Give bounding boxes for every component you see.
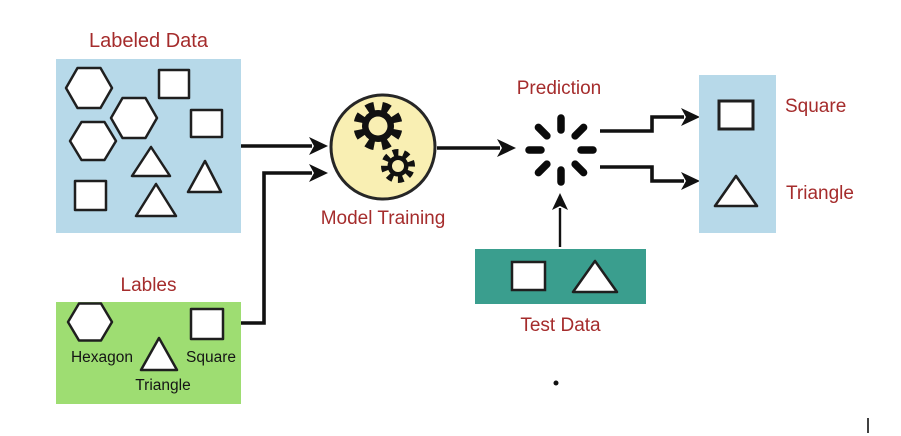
triangle-shape	[130, 145, 172, 178]
test-data-title: Test Data	[520, 315, 601, 336]
hexagon-shape	[109, 96, 159, 140]
arrow-prediction-to-triangle	[600, 165, 700, 190]
arrow-prediction-to-square	[600, 108, 700, 133]
model-training-node	[329, 93, 437, 201]
labeled-data-title: Labeled Data	[89, 30, 208, 52]
square-shape	[717, 99, 755, 131]
gears-icon	[353, 101, 415, 183]
triangle-shape	[186, 159, 223, 194]
stray-dot	[553, 380, 559, 386]
model-training-title: Model Training	[320, 208, 446, 229]
spinner-icon	[525, 114, 597, 186]
test-data-box	[475, 249, 646, 304]
triangle-shape	[571, 259, 619, 294]
square-shape	[189, 108, 224, 139]
hexagon-shape	[66, 302, 114, 342]
hexagon-label: Hexagon	[70, 349, 134, 366]
arrow-labels-to-model	[241, 164, 328, 325]
square-shape	[157, 68, 191, 100]
square-shape	[510, 260, 547, 292]
labeled-data-box	[56, 59, 241, 233]
arrow-labeled-data-to-model	[241, 137, 328, 155]
arrow-testdata-to-prediction	[552, 193, 568, 247]
arrows	[241, 108, 700, 325]
hexagon-shape	[64, 66, 114, 110]
triangle-shape	[139, 336, 179, 372]
arrow-model-to-prediction	[437, 139, 516, 157]
square-shape	[73, 179, 108, 212]
square-label: Square	[186, 349, 236, 366]
output-triangle-label: Triangle	[786, 183, 854, 204]
triangle-shape	[713, 174, 759, 208]
output-box	[699, 75, 776, 233]
output-square-label: Square	[785, 96, 847, 117]
square-shape	[189, 307, 225, 341]
prediction-title: Prediction	[516, 78, 602, 99]
triangle-label: Triangle	[135, 377, 191, 394]
hexagon-shape	[68, 120, 118, 162]
labels-box	[56, 302, 241, 404]
triangle-shape	[134, 182, 178, 218]
labels-box-title: Lables	[120, 275, 177, 296]
